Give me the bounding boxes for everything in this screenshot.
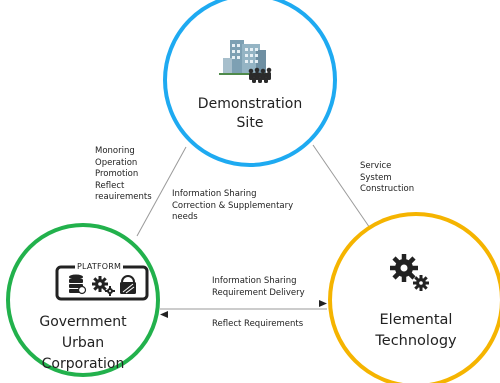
edge-label-line: Reflect Requirements <box>212 319 304 329</box>
label-line: Urban <box>61 335 105 351</box>
city-buildings-people-icon <box>219 40 272 83</box>
elemental-technology-circle <box>328 212 500 383</box>
edge-label-line: Construction <box>360 184 415 194</box>
label-line: Elemental <box>379 312 453 328</box>
platform-label: PLATFORM <box>75 262 124 271</box>
edge-label-line: Requirement Delivery <box>212 287 305 298</box>
connector-site-technology <box>312 144 373 232</box>
edge-label-line: Service <box>360 161 392 171</box>
edge-label-line: Information Sharing <box>212 276 297 286</box>
demonstration-site-circle <box>163 0 337 167</box>
edge-label-line: reauirements <box>95 192 152 202</box>
edge-label-site-technology: Service System Construction <box>360 161 414 196</box>
edge-label-line: Reflect <box>95 180 125 191</box>
label-line: Government <box>39 314 127 330</box>
edge-label-line: needs <box>172 212 198 222</box>
gears-icon <box>92 276 115 296</box>
demonstration-site-label: Demonstration Site <box>185 95 315 133</box>
edge-label-site-government-outer: Monoring Operation Promotion Reflect rea… <box>95 146 152 204</box>
label-line: Site <box>236 115 264 131</box>
edge-label-government-technology-lower: Reflect Requirements <box>212 319 303 331</box>
label-line: Technology <box>375 333 457 349</box>
edge-label-line: Promotion <box>95 169 139 179</box>
edge-label-line: Operation <box>95 157 138 168</box>
edge-label-line: System <box>360 172 392 183</box>
government-label: Government Urban Corporation <box>18 312 148 375</box>
arrow-toward-government <box>160 311 168 318</box>
security-icon <box>120 275 136 294</box>
database-icon <box>69 274 87 295</box>
connector-site-government <box>136 146 187 237</box>
edge-label-line: Monoring <box>95 146 135 156</box>
gears-icon <box>390 254 429 291</box>
label-line: Demonstration <box>197 96 303 112</box>
edge-label-site-government-inner: Information Sharing Correction & Supplem… <box>172 189 293 224</box>
elemental-technology-label: Elemental Technology <box>351 310 481 352</box>
label-line: Corporation <box>41 356 125 372</box>
arrow-toward-technology <box>319 300 327 307</box>
edge-label-government-technology-upper: Information Sharing Requirement Delivery <box>212 276 305 299</box>
edge-label-line: Correction & Supplementary <box>172 200 294 211</box>
edge-label-line: Information Sharing <box>172 189 257 199</box>
